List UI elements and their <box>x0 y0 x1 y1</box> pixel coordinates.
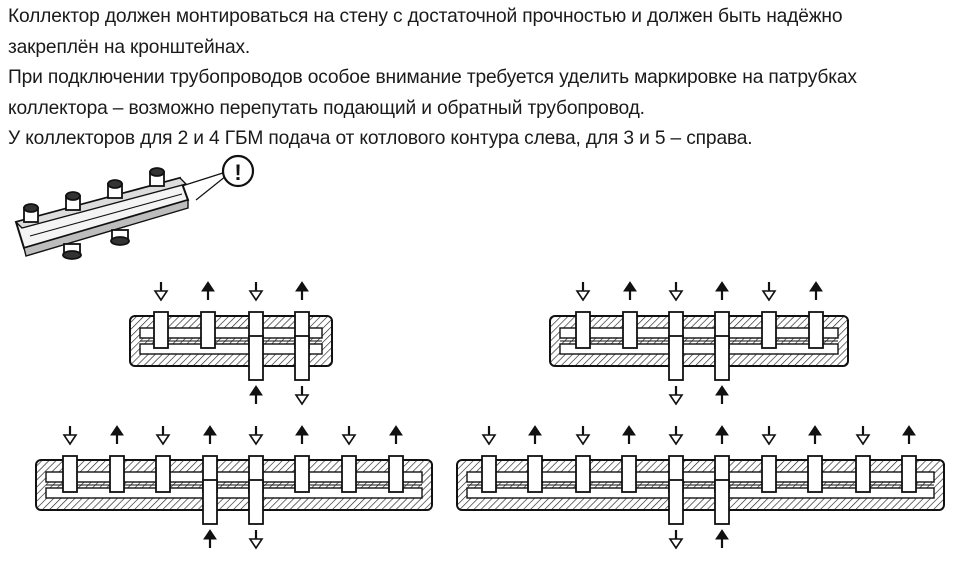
flow-arrow-up-icon <box>295 425 309 444</box>
paragraph-line-5: У коллекторов для 2 и 4 ГБМ подача от ко… <box>8 128 753 149</box>
svg-text:!: ! <box>234 160 241 185</box>
paragraph-line-2: закреплён на кронштейнах. <box>8 36 251 58</box>
flow-arrow-down-icon <box>668 426 684 446</box>
top-nozzle <box>294 455 310 493</box>
bottom-nozzle <box>248 335 264 381</box>
flow-arrow-down-icon <box>575 282 591 302</box>
top-nozzle <box>901 455 917 493</box>
flow-arrow-down-icon <box>248 426 264 446</box>
flow-arrow-down-icon <box>575 426 591 446</box>
flow-arrow-up-icon <box>808 425 822 444</box>
flow-arrow-down-icon <box>668 530 684 550</box>
flow-arrow-down-icon <box>761 426 777 446</box>
top-nozzle <box>575 311 591 349</box>
flow-arrow-up-icon <box>389 425 403 444</box>
top-nozzle <box>109 455 125 493</box>
flow-arrow-down-icon <box>248 282 264 302</box>
bottom-nozzle <box>202 479 218 525</box>
bottom-nozzle <box>294 335 310 381</box>
collector-diagrams <box>35 281 945 550</box>
flow-arrow-down-icon <box>481 426 497 446</box>
flow-arrow-up-icon <box>201 281 215 300</box>
top-nozzle <box>388 455 404 493</box>
bottom-nozzle <box>668 479 684 525</box>
collector-5-gbm-diagram <box>456 425 945 550</box>
return-channel <box>466 487 935 499</box>
flow-arrow-up-icon <box>715 385 729 404</box>
collector-3-gbm-diagram <box>549 281 849 406</box>
top-nozzle <box>481 455 497 493</box>
flow-arrow-down-icon <box>668 386 684 406</box>
collector-4-gbm-diagram <box>35 425 433 550</box>
flow-arrow-up-icon <box>902 425 916 444</box>
top-nozzle <box>807 455 823 493</box>
flow-arrow-up-icon <box>715 425 729 444</box>
top-nozzle <box>153 311 169 349</box>
flow-arrow-up-icon <box>715 281 729 300</box>
top-nozzle <box>761 311 777 349</box>
bottom-nozzle <box>714 335 730 381</box>
instruction-text: Коллектор должен монтироваться на стену … <box>8 2 968 155</box>
flow-arrow-down-icon <box>153 282 169 302</box>
return-channel <box>559 343 839 355</box>
flow-arrow-down-icon <box>155 426 171 446</box>
flow-arrow-down-icon <box>294 386 310 406</box>
flow-arrow-up-icon <box>809 281 823 300</box>
flow-arrow-up-icon <box>295 281 309 300</box>
top-nozzle <box>622 311 638 349</box>
flow-arrow-down-icon <box>668 282 684 302</box>
top-nozzle <box>62 455 78 493</box>
flow-arrow-up-icon <box>528 425 542 444</box>
flow-arrow-up-icon <box>622 425 636 444</box>
top-nozzle <box>808 311 824 349</box>
supply-channel <box>139 327 323 339</box>
return-channel <box>139 343 323 355</box>
paragraph-line-4: коллектора – возможно перепутать подающи… <box>8 97 645 119</box>
top-nozzle <box>761 455 777 493</box>
flow-arrow-up-icon <box>715 529 729 548</box>
flow-arrow-down-icon <box>855 426 871 446</box>
top-nozzle <box>855 455 871 493</box>
bottom-nozzle <box>248 479 264 525</box>
collector-2-gbm-diagram <box>129 281 333 406</box>
top-nozzle <box>341 455 357 493</box>
flow-arrow-up-icon <box>249 385 263 404</box>
top-nozzle <box>621 455 637 493</box>
paragraph-line-1: Коллектор должен монтироваться на стену … <box>8 6 843 27</box>
flow-arrow-up-icon <box>203 529 217 548</box>
warning-icon: ! <box>221 154 255 188</box>
flow-arrow-up-icon <box>203 425 217 444</box>
collector-perspective-illustration <box>14 167 227 260</box>
bottom-nozzle <box>714 479 730 525</box>
flow-arrow-up-icon <box>110 425 124 444</box>
flow-arrow-down-icon <box>761 282 777 302</box>
supply-channel <box>45 471 423 483</box>
supply-channel <box>466 471 935 483</box>
flow-arrow-down-icon <box>341 426 357 446</box>
bottom-nozzle <box>668 335 684 381</box>
supply-channel <box>559 327 839 339</box>
top-nozzle <box>200 311 216 349</box>
flow-arrow-down-icon <box>248 530 264 550</box>
top-nozzle <box>155 455 171 493</box>
top-nozzle <box>575 455 591 493</box>
return-channel <box>45 487 423 499</box>
paragraph-line-3: При подключении трубопроводов особое вни… <box>8 67 857 88</box>
flow-arrow-down-icon <box>62 426 78 446</box>
flow-arrow-up-icon <box>623 281 637 300</box>
top-nozzle <box>527 455 543 493</box>
